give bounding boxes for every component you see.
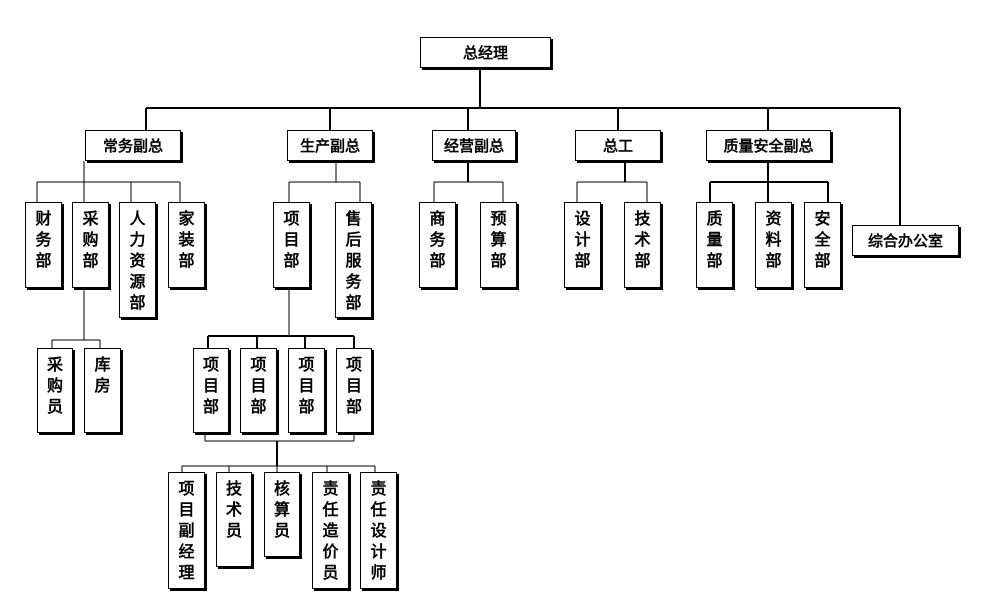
design-engineer-box: 责任设计师 <box>360 472 397 589</box>
warehouse-box: 库房 <box>84 348 121 433</box>
deputy-pm-box: 项目副经理 <box>168 472 205 589</box>
technical-dept-box: 技术部 <box>624 202 661 288</box>
design-dept-box: 设计部 <box>564 202 601 288</box>
buyer-box: 采购员 <box>37 348 73 433</box>
project-dept-2-box: 项目部 <box>240 348 277 433</box>
project-dept-label: 项目部 <box>283 209 300 270</box>
cost-engineer-box: 责任造价员 <box>312 472 349 589</box>
project-dept-box: 项目部 <box>273 202 310 288</box>
finance-dept-label: 财务部 <box>35 209 52 270</box>
cost-engineer-label: 责任造价员 <box>322 479 339 582</box>
project-dept-3-label: 项目部 <box>298 355 315 416</box>
design-dept-label: 设计部 <box>574 209 591 270</box>
vp-quality-safety-box: 质量安全副总 <box>706 130 831 161</box>
hr-dept-label: 人力资源部 <box>129 209 146 312</box>
quality-dept-box: 质量部 <box>696 202 733 288</box>
general-office-box: 综合办公室 <box>852 225 959 256</box>
hr-dept-box: 人力资源部 <box>119 202 156 318</box>
purchasing-dept-box: 采购部 <box>72 202 109 288</box>
project-dept-1-box: 项目部 <box>193 348 229 433</box>
budget-dept-label: 预算部 <box>490 209 507 270</box>
after-sales-dept-label: 售后服务部 <box>345 209 362 312</box>
warehouse-label: 库房 <box>94 355 111 395</box>
materials-dept-box: 资料部 <box>755 202 792 288</box>
materials-dept-label: 资料部 <box>765 209 782 270</box>
technical-dept-label: 技术部 <box>634 209 651 270</box>
accountant-label: 核算员 <box>273 479 290 540</box>
decoration-dept-box: 家装部 <box>168 202 205 288</box>
safety-dept-box: 安全部 <box>804 202 841 288</box>
design-engineer-label: 责任设计师 <box>370 479 387 582</box>
project-dept-4-label: 项目部 <box>345 355 362 416</box>
deputy-pm-label: 项目副经理 <box>178 479 195 582</box>
gm-box: 总经理 <box>420 37 551 68</box>
project-dept-3-box: 项目部 <box>288 348 325 433</box>
finance-dept-box: 财务部 <box>25 202 62 288</box>
purchasing-dept-label: 采购部 <box>82 209 99 270</box>
vp-production-box: 生产副总 <box>287 130 373 161</box>
business-dept-label: 商务部 <box>429 209 446 270</box>
project-dept-1-label: 项目部 <box>202 355 219 416</box>
accountant-box: 核算员 <box>264 472 300 557</box>
after-sales-dept-box: 售后服务部 <box>335 202 372 318</box>
business-dept-box: 商务部 <box>419 202 456 288</box>
buyer-label: 采购员 <box>46 355 63 416</box>
technician-box: 技术员 <box>216 472 252 567</box>
safety-dept-label: 安全部 <box>814 209 831 270</box>
vp-routine-box: 常务副总 <box>85 130 181 161</box>
project-dept-4-box: 项目部 <box>336 348 372 433</box>
vp-operations-box: 经营副总 <box>432 130 516 161</box>
project-dept-2-label: 项目部 <box>250 355 267 416</box>
technician-label: 技术员 <box>225 479 242 540</box>
decoration-dept-label: 家装部 <box>178 209 195 270</box>
chief-engineer-box: 总工 <box>575 130 661 161</box>
quality-dept-label: 质量部 <box>706 209 723 270</box>
budget-dept-box: 预算部 <box>480 202 517 288</box>
